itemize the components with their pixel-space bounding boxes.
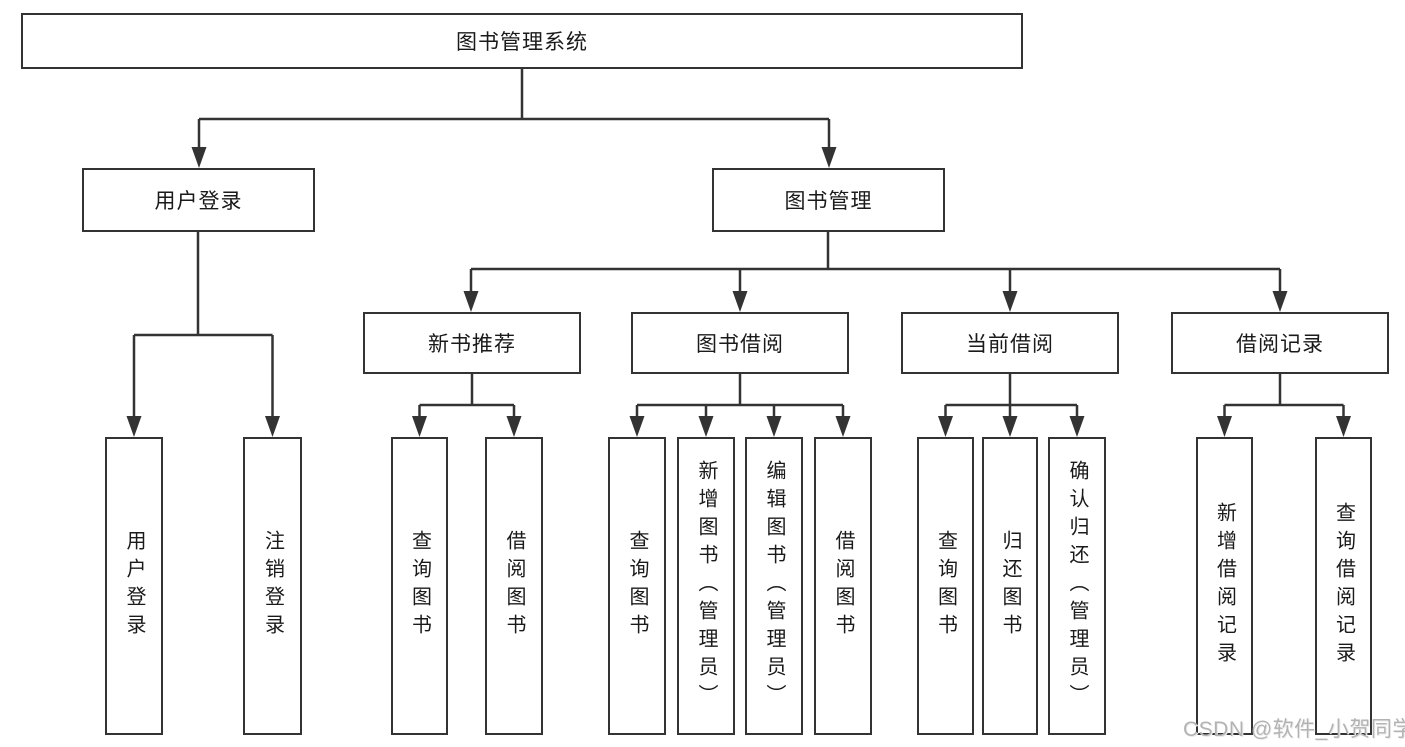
node-label: 借阅图书 — [503, 530, 525, 642]
arrowhead-icon — [1272, 291, 1288, 312]
node-label: 借阅图书 — [832, 530, 854, 642]
node-book-management: 图书管理 — [712, 168, 945, 232]
tree-edges — [132, 69, 1345, 419]
node-label: 用户登录 — [154, 190, 243, 213]
node-label: 查询图书 — [626, 530, 648, 642]
node-label: 查询借阅记录 — [1332, 502, 1355, 670]
arrowhead-icon — [938, 416, 953, 437]
arrowhead-icon — [698, 416, 714, 437]
leaf-current-query-books: 查询图书 — [917, 437, 974, 735]
arrowhead-icon — [1336, 416, 1351, 437]
arrowhead-icon — [629, 416, 645, 437]
leaf-recommend-query-books: 查询图书 — [391, 437, 448, 735]
node-label: 图书管理系统 — [456, 31, 588, 54]
node-label: 新增借阅记录 — [1213, 502, 1236, 670]
arrowhead-icon — [732, 291, 748, 312]
node-label: 用户登录 — [123, 530, 145, 642]
arrowhead-icon — [126, 416, 142, 437]
node-label: 图书借阅 — [696, 333, 784, 356]
node-new-book-recommendation: 新书推荐 — [363, 312, 581, 374]
arrowhead-icon — [506, 416, 522, 437]
leaf-user-login: 用户登录 — [105, 437, 163, 735]
arrowhead-icon — [766, 416, 782, 437]
node-label: 归还图书 — [999, 530, 1021, 642]
leaf-borrow-add-books-admin: 新增图书（管理员） — [677, 437, 735, 735]
node-label: 编辑图书（管理员） — [763, 460, 785, 712]
node-label: 新增图书（管理员） — [695, 460, 717, 712]
leaf-borrow-edit-books-admin: 编辑图书（管理员） — [745, 437, 803, 735]
leaf-borrow-borrow-books: 借阅图书 — [814, 437, 872, 735]
node-label: 查询图书 — [408, 530, 431, 642]
node-label: 查询图书 — [934, 530, 957, 642]
arrowhead-icon — [1002, 291, 1018, 312]
leaf-current-confirm-return-admin: 确认归还（管理员） — [1048, 437, 1106, 735]
arrowhead-icon — [1002, 416, 1018, 437]
node-label: 注销登录 — [261, 530, 284, 642]
node-book-borrowing: 图书借阅 — [631, 312, 849, 374]
csdn-watermark: CSDN @软件_小贺同学 — [1183, 718, 1405, 741]
arrowhead-icon — [1217, 416, 1232, 437]
leaf-current-return-books: 归还图书 — [982, 437, 1038, 735]
node-borrowing-records: 借阅记录 — [1171, 312, 1389, 374]
arrowhead-icon — [821, 147, 837, 168]
node-label: 当前借阅 — [966, 333, 1054, 356]
arrowhead-icon — [265, 416, 280, 437]
node-label: 图书管理 — [784, 190, 873, 213]
leaf-records-add-record: 新增借阅记录 — [1196, 437, 1253, 735]
leaf-borrow-query-books: 查询图书 — [608, 437, 666, 735]
arrowhead-icon — [1069, 416, 1085, 437]
arrowhead-icon — [463, 291, 479, 312]
node-label: 确认归还（管理员） — [1066, 460, 1088, 712]
node-label: 借阅记录 — [1236, 333, 1324, 356]
leaf-logout: 注销登录 — [243, 437, 302, 735]
arrowhead-icon — [191, 147, 207, 168]
node-current-borrowing: 当前借阅 — [901, 312, 1119, 374]
arrowhead-icon — [412, 416, 427, 437]
leaf-records-query-record: 查询借阅记录 — [1315, 437, 1372, 735]
arrowhead-icon — [835, 416, 851, 437]
node-user-login: 用户登录 — [82, 168, 315, 232]
arrowheads — [126, 147, 1351, 437]
node-label: 新书推荐 — [428, 333, 516, 356]
leaf-recommend-borrow-books: 借阅图书 — [485, 437, 543, 735]
node-library-management-system: 图书管理系统 — [21, 13, 1023, 69]
